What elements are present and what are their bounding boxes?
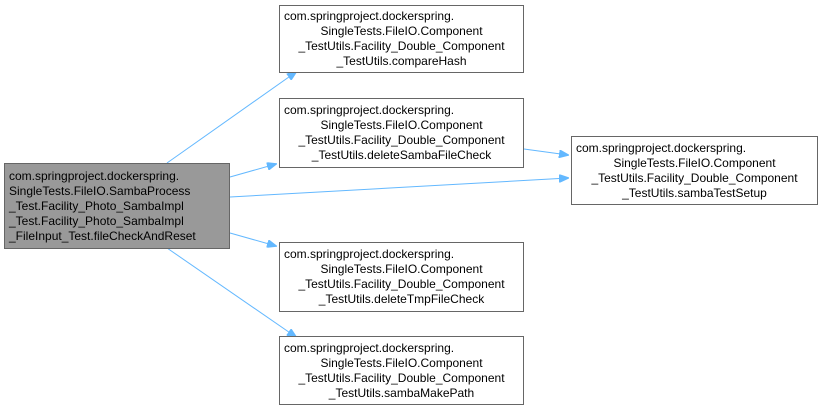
node-line: _TestUtils.deleteSambaFileCheck	[311, 148, 492, 162]
node-line: _Test.Facility_Photo_SambaImpl	[9, 213, 184, 228]
node-line: _TestUtils.Facility_Double_Component	[298, 277, 505, 291]
node-line: _TestUtils.Facility_Double_Component	[298, 133, 505, 147]
node-line: SingleTests.FileIO.Component	[613, 155, 776, 170]
node-line: _FileInput_Test.fileCheckAndReset	[9, 228, 196, 243]
node-line: com.springproject.dockerspring.	[576, 140, 747, 155]
node-line: SingleTests.FileIO.Component	[320, 262, 483, 276]
edge-root-to-deleteTmpFileCheck	[229, 232, 276, 246]
node-deleteSambaFileCheck[interactable]: com.springproject.dockerspring. SingleTe…	[279, 98, 524, 168]
node-line: SingleTests.FileIO.Component	[320, 24, 483, 38]
edge-root-to-deleteSambaFileCheck	[229, 164, 276, 178]
node-line: _TestUtils.Facility_Double_Component	[298, 370, 505, 385]
node-line: com.springproject.dockerspring.	[284, 9, 455, 23]
node-line: _TestUtils.compareHash	[336, 54, 467, 68]
node-line: SingleTests.FileIO.Component	[320, 118, 483, 132]
node-line: _TestUtils.sambaMakePath	[328, 385, 475, 400]
node-sambaTestSetup[interactable]: com.springproject.dockerspring. SingleTe…	[571, 136, 818, 205]
node-line: _TestUtils.sambaTestSetup	[622, 185, 767, 200]
edge-root-to-compareHash	[166, 72, 296, 164]
edge-deleteSambaFileCheck-to-sambaTestSetup	[523, 148, 568, 155]
node-line: _Test.Facility_Photo_SambaImpl	[9, 198, 184, 213]
edge-root-to-sambaMakePath	[166, 247, 296, 337]
edge-root-to-sambaTestSetup	[229, 178, 568, 198]
node-line: _TestUtils.deleteTmpFileCheck	[318, 292, 485, 306]
node-compareHash[interactable]: com.springproject.dockerspring. SingleTe…	[279, 5, 524, 73]
node-line: com.springproject.dockerspring.	[284, 247, 455, 261]
node-line: _TestUtils.Facility_Double_Component	[591, 170, 798, 185]
node-line: SingleTests.FileIO.SambaProcess	[9, 183, 191, 198]
node-sambaMakePath[interactable]: com.springproject.dockerspring. SingleTe…	[279, 336, 524, 405]
node-deleteTmpFileCheck[interactable]: com.springproject.dockerspring. SingleTe…	[279, 242, 524, 312]
node-line: com.springproject.dockerspring.	[9, 168, 180, 183]
node-line: com.springproject.dockerspring.	[284, 103, 455, 117]
node-root-fileCheckAndReset[interactable]: com.springproject.dockerspring. SingleTe…	[4, 163, 230, 249]
node-line: com.springproject.dockerspring.	[284, 340, 455, 355]
node-line: SingleTests.FileIO.Component	[320, 355, 483, 370]
node-line: _TestUtils.Facility_Double_Component	[298, 39, 505, 53]
